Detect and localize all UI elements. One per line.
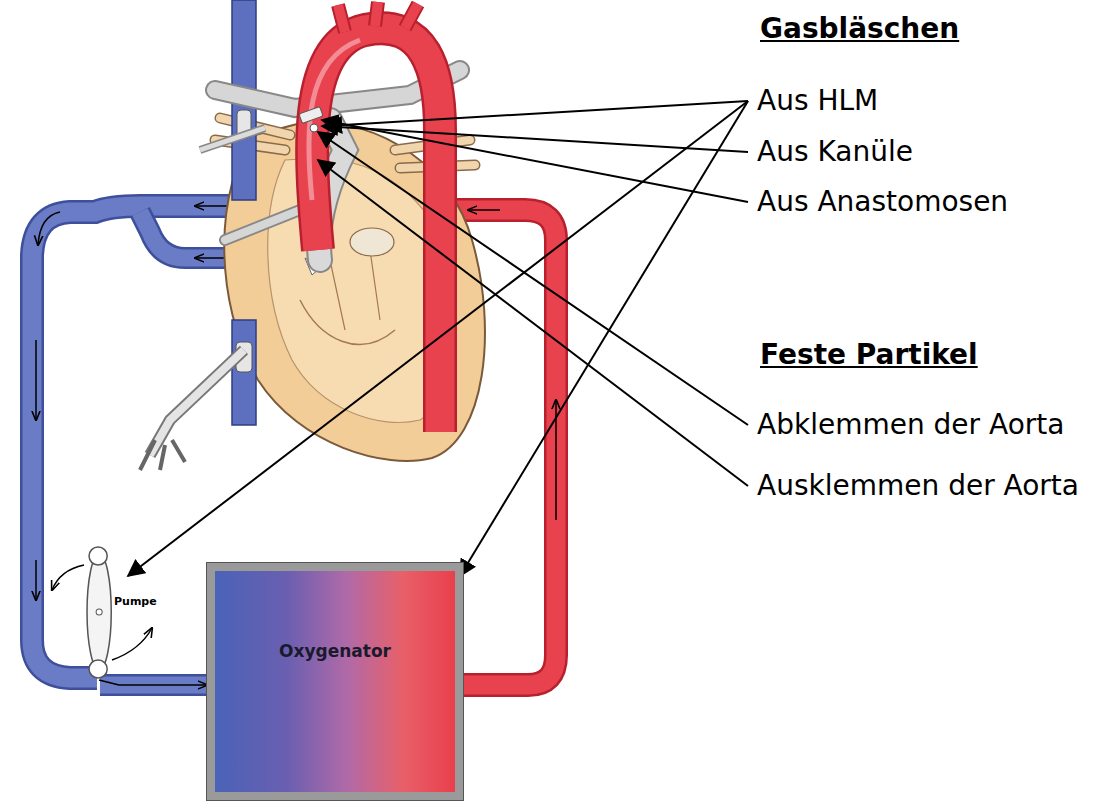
section-heading: Feste Partikel xyxy=(760,338,978,372)
callout-label: Aus Anastomosen xyxy=(757,185,1008,219)
pump-roller xyxy=(89,660,107,678)
flow-connector xyxy=(99,680,207,685)
box-label: Oxygenator xyxy=(279,641,391,661)
pump-label: Pumpe xyxy=(114,595,157,608)
callout-label: Aus HLM xyxy=(757,84,878,118)
aorta xyxy=(299,2,440,432)
section-heading: Gasbläschen xyxy=(760,12,959,46)
pump-axis xyxy=(96,609,102,615)
pump-symbol xyxy=(84,545,163,680)
callout-label: Aus Kanüle xyxy=(757,135,913,169)
leader-lines xyxy=(128,101,748,576)
callout-label: Ausklemmen der Aorta xyxy=(757,469,1079,503)
pump-node: Pumpe xyxy=(84,545,163,680)
pump-body xyxy=(87,554,111,670)
pump-roller xyxy=(89,547,107,565)
callout-label: Abklemmen der Aorta xyxy=(757,408,1064,442)
oxygenator-box: Oxygenator xyxy=(207,563,463,800)
